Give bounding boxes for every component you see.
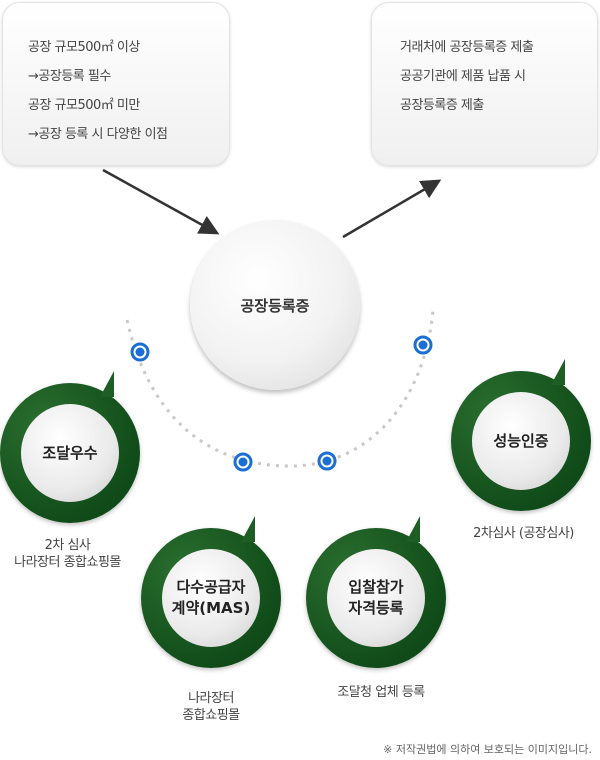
box-line: 공장등록증 제출: [400, 98, 484, 113]
center-circle: 공장등록증: [190, 220, 360, 390]
usage-box: 거래처에 공장등록증 제출 공공기관에 제품 납품 시 공장등록증 제출: [371, 2, 598, 166]
arrow-in: [102, 168, 220, 235]
node-title: 입찰참가: [348, 578, 404, 596]
copyright-note: ※ 저작권법에 의하여 보호되는 이미지입니다.: [383, 743, 592, 756]
node-title: 자격등록: [348, 599, 404, 617]
requirement-box: 공장 규모500㎡ 이상 →공장등록 필수 공장 규모500㎡ 미만 →공장 등…: [2, 2, 230, 166]
arrow-out: [342, 179, 442, 239]
box-line: 공공기관에 제품 납품 시: [400, 69, 526, 84]
box-line: 거래처에 공장등록증 제출: [400, 40, 534, 55]
node-title: 계약(MAS): [171, 599, 251, 617]
box-line: →공장 등록 시 다양한 이점: [28, 127, 168, 142]
node-procurement-excellence: 조달우수: [0, 371, 140, 523]
node-title: 다수공급자: [176, 578, 246, 596]
node-caption: 조달청 업체 등록: [337, 685, 425, 700]
box-line: 공장 규모500㎡ 이상: [28, 40, 140, 55]
node-title: 성능인증: [493, 431, 549, 450]
node-caption: 2차심사 (공장심사): [473, 526, 574, 541]
box-line: 공장 규모500㎡ 미만: [28, 98, 140, 113]
center-label: 공장등록증: [240, 296, 310, 315]
node-performance-cert: 성능인증: [451, 359, 591, 511]
node-title: 조달우수: [42, 443, 98, 462]
box-line: →공장등록 필수: [28, 69, 111, 84]
